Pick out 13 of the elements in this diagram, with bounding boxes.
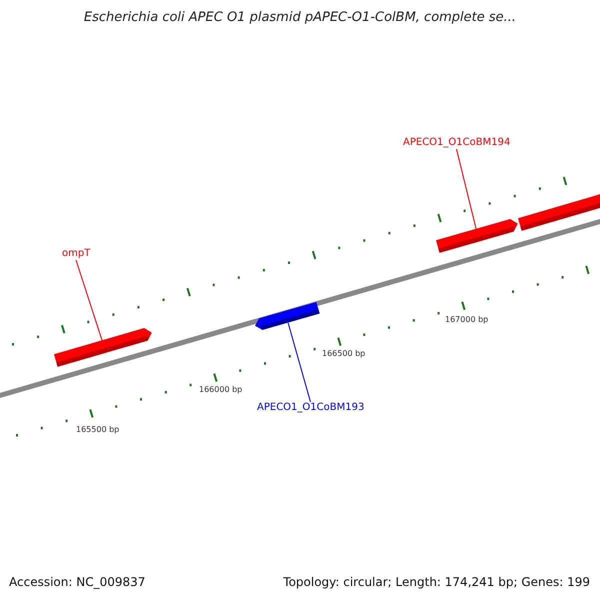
leader-line [456, 148, 477, 230]
leader-line [76, 260, 103, 342]
gene-label: ompT [62, 248, 90, 260]
gene-label: APECO1_O1CoBM194 [403, 137, 510, 149]
footer-text: Topology: circular; Length: 174,241 bp; Genes: 199 [283, 575, 590, 589]
leader-line [288, 322, 311, 402]
gene-label: APECO1_O1CoBM193 [257, 402, 364, 414]
footer-text: Accession: NC_009837 [9, 575, 146, 589]
position-label: 166500 bp [322, 349, 366, 358]
position-label: 165500 bp [76, 425, 120, 434]
title: Escherichia coli APEC O1 plasmid pAPEC-O1-ColBM, complete se... [82, 10, 518, 25]
position-label: 166000 bp [199, 385, 242, 394]
position-label: 167000 bp [445, 315, 488, 324]
